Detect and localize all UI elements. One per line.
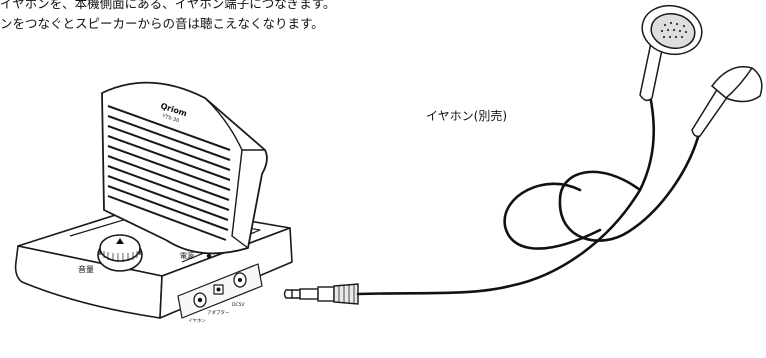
earbud-right	[691, 66, 763, 138]
usb-jack[interactable]	[233, 272, 247, 288]
earphone-jack[interactable]	[193, 292, 207, 308]
power-label: 電源	[180, 251, 194, 260]
instruction-line-1: イヤホンを、本機側面にある、イヤホン端子につなぎます。	[0, 0, 336, 11]
earbud-left	[639, 4, 703, 102]
volume-knob[interactable]	[97, 234, 143, 272]
earphone-plug[interactable]	[283, 283, 359, 305]
earphone-cord	[356, 73, 702, 296]
jack-label-dc5v: DC5V	[232, 302, 245, 308]
instruction-line-2: ンをつなぐとスピーカーからの音は聴こえなくなります。	[0, 16, 324, 31]
volume-label: 音量	[78, 264, 94, 274]
power-indicator-icon	[206, 253, 212, 259]
earphone-callout-label: イヤホン(別売)	[426, 109, 508, 123]
model-number-text: YTS-30	[160, 113, 179, 124]
jack-label-earphone: イヤホン	[188, 318, 206, 324]
adapter-jack[interactable]	[213, 284, 224, 295]
volume-pointer-icon	[116, 238, 124, 244]
speaker-grille	[107, 105, 231, 241]
speaker-unit: Qriom YTS-30 音量 電源	[14, 81, 293, 324]
jack-label-adapter: アダプター	[207, 309, 230, 316]
